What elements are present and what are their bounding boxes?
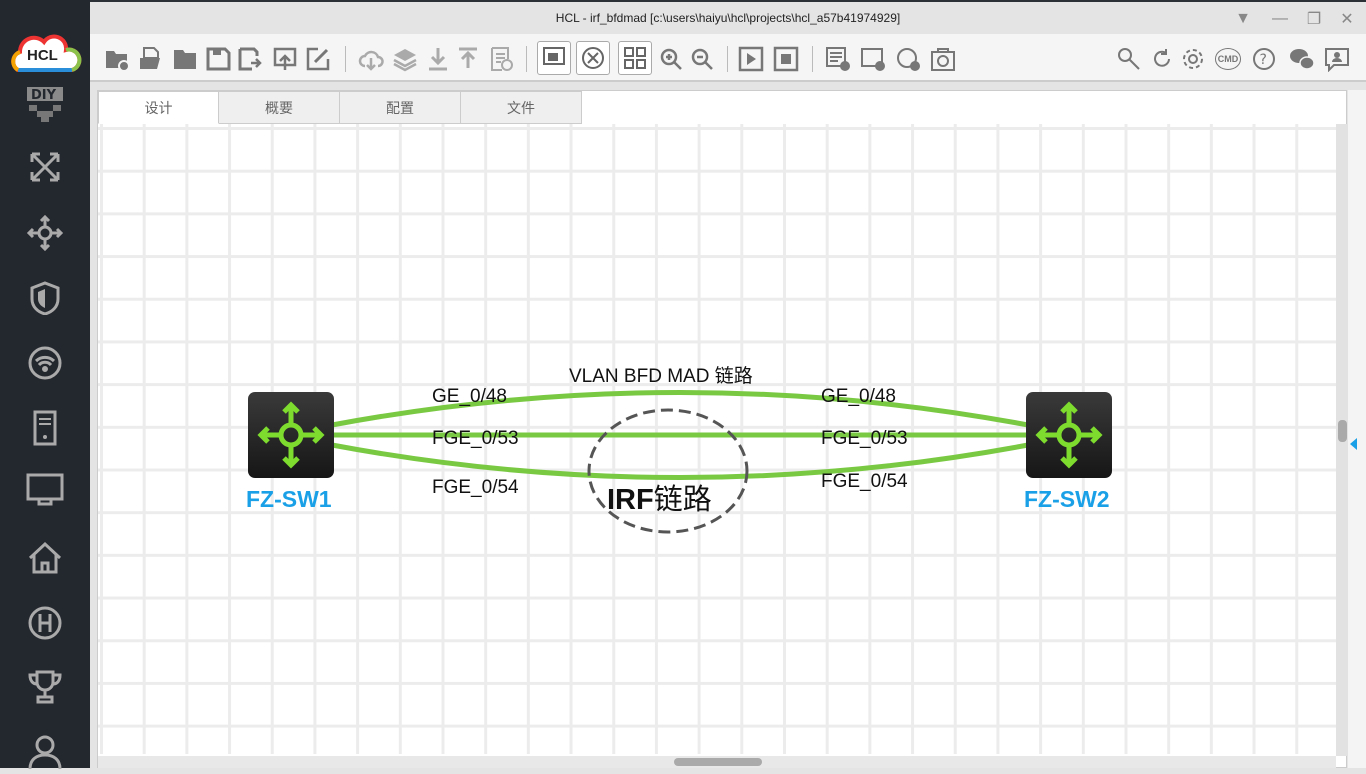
port-label: FGE_0/54 bbox=[432, 477, 519, 498]
cloud-download-icon[interactable] bbox=[356, 44, 386, 74]
side-panel-edge bbox=[1348, 90, 1366, 768]
export-icon[interactable] bbox=[270, 44, 300, 74]
feedback-icon[interactable] bbox=[1322, 44, 1352, 74]
layers-icon[interactable] bbox=[390, 44, 420, 74]
add-rectangle-icon[interactable] bbox=[858, 44, 888, 74]
switch-icon bbox=[257, 401, 325, 469]
zoom-in-icon[interactable] bbox=[656, 44, 686, 74]
show-interfaces-button[interactable] bbox=[537, 41, 571, 75]
switch-icon bbox=[1035, 401, 1103, 469]
wrench-icon[interactable] bbox=[1114, 44, 1144, 74]
home-icon[interactable] bbox=[22, 535, 68, 581]
irf-label-bold: IRF bbox=[607, 484, 654, 516]
cmd-label: CMD bbox=[1214, 48, 1242, 70]
refresh-icon[interactable] bbox=[1147, 44, 1177, 74]
sidebar: HCL DIY bbox=[0, 0, 90, 769]
save-as-icon[interactable] bbox=[235, 44, 265, 74]
h3c-icon[interactable] bbox=[22, 600, 68, 646]
open-file-icon[interactable] bbox=[136, 44, 166, 74]
port-label: GE_0/48 bbox=[432, 386, 507, 407]
port-label: FGE_0/53 bbox=[821, 428, 908, 449]
topology-icon[interactable] bbox=[22, 144, 68, 190]
toolbar: CMD ? bbox=[90, 34, 1366, 82]
tab-files[interactable]: 文件 bbox=[461, 91, 582, 124]
log-icon[interactable] bbox=[486, 44, 516, 74]
user-icon[interactable] bbox=[22, 728, 68, 774]
wechat-icon[interactable] bbox=[1287, 44, 1317, 74]
expand-panel-arrow-icon[interactable] bbox=[1350, 438, 1357, 450]
port-label: FGE_0/53 bbox=[432, 428, 519, 449]
tab-design[interactable]: 设计 bbox=[98, 91, 219, 124]
device-name-fz-sw1: FZ-SW1 bbox=[246, 486, 332, 512]
tab-bar: 设计 概要 配置 文件 bbox=[98, 91, 582, 124]
server-icon[interactable] bbox=[22, 405, 68, 451]
grid-toggle-button[interactable] bbox=[618, 41, 652, 75]
tab-config[interactable]: 配置 bbox=[340, 91, 461, 124]
dropdown-icon[interactable]: ▼ bbox=[1235, 10, 1251, 27]
new-project-icon[interactable] bbox=[102, 44, 132, 74]
irf-link-label: IRF链路 bbox=[607, 476, 712, 518]
device-name-fz-sw2: FZ-SW2 bbox=[1024, 486, 1110, 512]
firewall-icon[interactable] bbox=[22, 275, 68, 321]
wireless-icon[interactable] bbox=[22, 340, 68, 386]
design-canvas: 设计 概要 配置 文件 bbox=[97, 90, 1347, 768]
vertical-scroll-thumb[interactable] bbox=[1338, 420, 1347, 442]
port-label: GE_0/48 bbox=[821, 386, 896, 407]
screenshot-icon[interactable] bbox=[928, 44, 958, 74]
monitor-icon[interactable] bbox=[22, 467, 68, 513]
open-folder-icon[interactable] bbox=[170, 44, 200, 74]
settings-gear-icon[interactable] bbox=[1178, 44, 1208, 74]
port-label: FGE_0/54 bbox=[821, 471, 908, 492]
logo-text: HCL bbox=[27, 47, 58, 64]
start-all-icon[interactable] bbox=[736, 44, 766, 74]
download-icon[interactable] bbox=[423, 44, 453, 74]
irf-label-rest: 链路 bbox=[653, 484, 712, 516]
svg-text:DIY: DIY bbox=[31, 88, 57, 103]
diy-icon[interactable]: DIY bbox=[22, 80, 68, 126]
show-topology-button[interactable] bbox=[576, 41, 610, 75]
svg-text:?: ? bbox=[1260, 52, 1267, 68]
zoom-out-icon[interactable] bbox=[687, 44, 717, 74]
device-fz-sw1[interactable] bbox=[248, 392, 334, 478]
save-icon[interactable] bbox=[203, 44, 233, 74]
add-text-icon[interactable] bbox=[823, 44, 853, 74]
minimize-button[interactable]: — bbox=[1272, 10, 1288, 27]
tab-overview[interactable]: 概要 bbox=[219, 91, 340, 124]
window-title: HCL - irf_bfdmad [c:\users\haiyu\hcl\pro… bbox=[555, 11, 901, 25]
trophy-icon[interactable] bbox=[22, 664, 68, 710]
hcl-logo[interactable]: HCL bbox=[8, 32, 82, 76]
help-icon[interactable]: ? bbox=[1249, 44, 1279, 74]
stop-all-icon[interactable] bbox=[771, 44, 801, 74]
router-icon[interactable] bbox=[22, 210, 68, 256]
upload-icon[interactable] bbox=[453, 44, 483, 74]
add-ellipse-icon[interactable] bbox=[893, 44, 923, 74]
edit-icon[interactable] bbox=[303, 44, 333, 74]
title-bar: HCL - irf_bfdmad [c:\users\haiyu\hcl\pro… bbox=[90, 0, 1366, 34]
bfd-mad-group-label: VLAN BFD MAD 链路 bbox=[569, 366, 753, 387]
restore-button[interactable]: ❐ bbox=[1306, 11, 1322, 28]
horizontal-scroll-thumb[interactable] bbox=[674, 758, 762, 766]
device-fz-sw2[interactable] bbox=[1026, 392, 1112, 478]
cmd-button[interactable]: CMD bbox=[1213, 44, 1243, 74]
close-button[interactable]: ✕ bbox=[1340, 11, 1354, 28]
